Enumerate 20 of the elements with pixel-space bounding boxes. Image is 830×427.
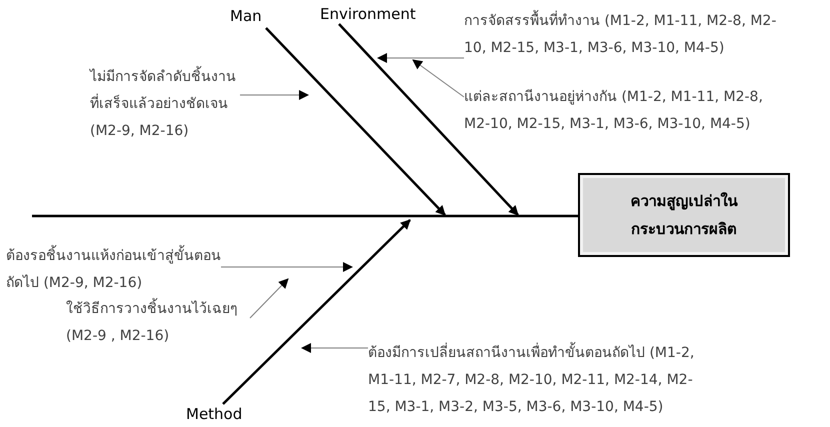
- bone-arrow: [222, 219, 411, 405]
- effect-box: ความสูญเปล่าในกระบวนการผลิต: [578, 173, 790, 257]
- cause-text: ใช้วิธีการวางชิ้นงานไว้เฉยๆ (M2-9 , M2-16): [66, 296, 252, 356]
- arrow: [250, 278, 289, 318]
- arrow: [301, 343, 368, 353]
- cause-text: ต้องมีการเปลี่ยนสถานีงานเพื่อทำขั้นตอนถัดไป (M1-2, M1-11, M2-7, M2-8, M2-10, M2-11, M2-14, M2-15, M3-1, M3-2, M3-5, M3-6, M3-10, M4-5): [368, 340, 708, 426]
- spine-line: [32, 214, 578, 218]
- category-label: Environment: [320, 4, 420, 24]
- arrow: [220, 262, 353, 272]
- arrow: [240, 90, 309, 100]
- bone-arrow: [338, 23, 519, 216]
- cause-text: แต่ละสถานีงานอยู่ห่างกัน (M1-2, M1-11, M2-8, M2-10, M2-15, M3-1, M3-6, M3-10, M4-5): [464, 84, 779, 142]
- arrow: [377, 53, 464, 63]
- category-label: Method: [186, 404, 256, 426]
- cause-text: ไม่มีการจัดลำดับชิ้นงานที่เสร็จแล้วอย่างชัดเจน (M2-9, M2-16): [90, 64, 240, 160]
- bone-arrow: [265, 27, 446, 216]
- arrow: [412, 59, 464, 98]
- cause-text: ต้องรอชิ้นงานแห้งก่อนเข้าสู่ขั้นตอนถัดไป (M2-9, M2-16): [6, 243, 221, 293]
- cause-text: การจัดสรรพื้นที่ทำงาน (M1-2, M1-11, M2-8, M2-10, M2-15, M3-1, M3-6, M3-10, M4-5): [464, 8, 779, 66]
- category-label: Man: [230, 6, 270, 28]
